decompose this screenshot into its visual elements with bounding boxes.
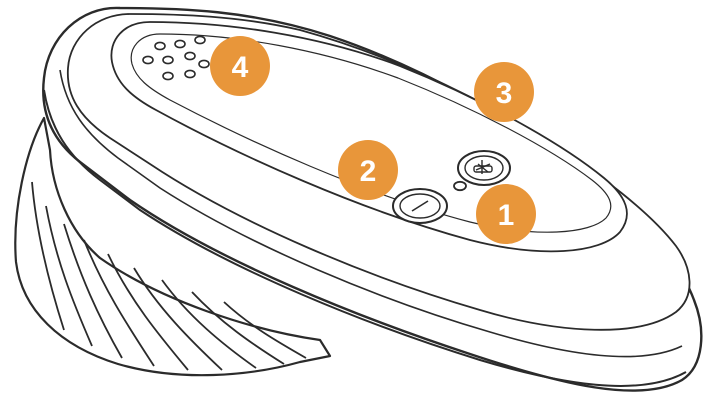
callout-number: 2 [360, 155, 377, 188]
grille-hole [143, 56, 153, 63]
callout-4: 4 [210, 36, 270, 96]
control-button[interactable] [458, 151, 510, 185]
grille-hole [185, 70, 195, 77]
callout-number: 4 [232, 51, 249, 84]
callout-1: 1 [476, 184, 536, 244]
grille-hole [163, 72, 173, 79]
power-button[interactable] [393, 189, 447, 223]
grille-hole [163, 56, 173, 63]
status-led [454, 182, 466, 190]
callout-number: 1 [498, 199, 515, 232]
grille-hole [199, 60, 209, 67]
callout-2: 2 [338, 140, 398, 200]
grille-hole [185, 52, 195, 59]
callout-3: 3 [474, 62, 534, 122]
grille-hole [195, 36, 205, 43]
grille-hole [175, 40, 185, 47]
grille-hole [155, 42, 165, 49]
callout-number: 3 [496, 77, 513, 110]
